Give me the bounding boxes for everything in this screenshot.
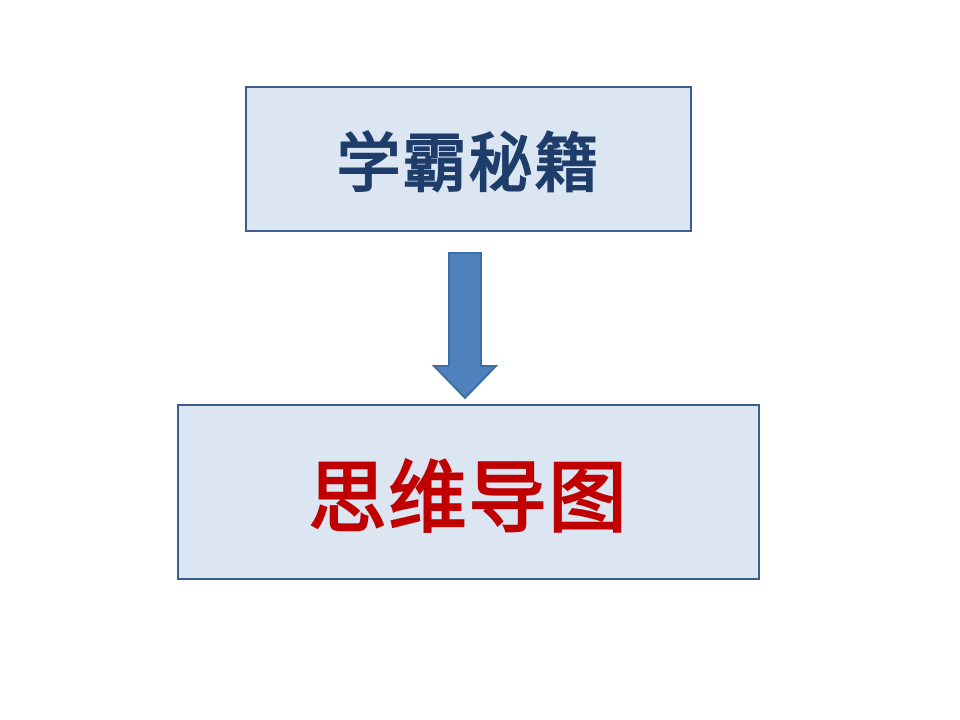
down-arrow-icon bbox=[431, 252, 499, 400]
bottom-node-label: 思维导图 bbox=[308, 454, 629, 544]
top-node-label: 学霸秘籍 bbox=[336, 128, 601, 202]
top-node-box: 学霸秘籍 bbox=[245, 86, 692, 232]
bottom-node-box: 思维导图 bbox=[177, 404, 760, 580]
down-arrow-shape bbox=[431, 252, 499, 400]
